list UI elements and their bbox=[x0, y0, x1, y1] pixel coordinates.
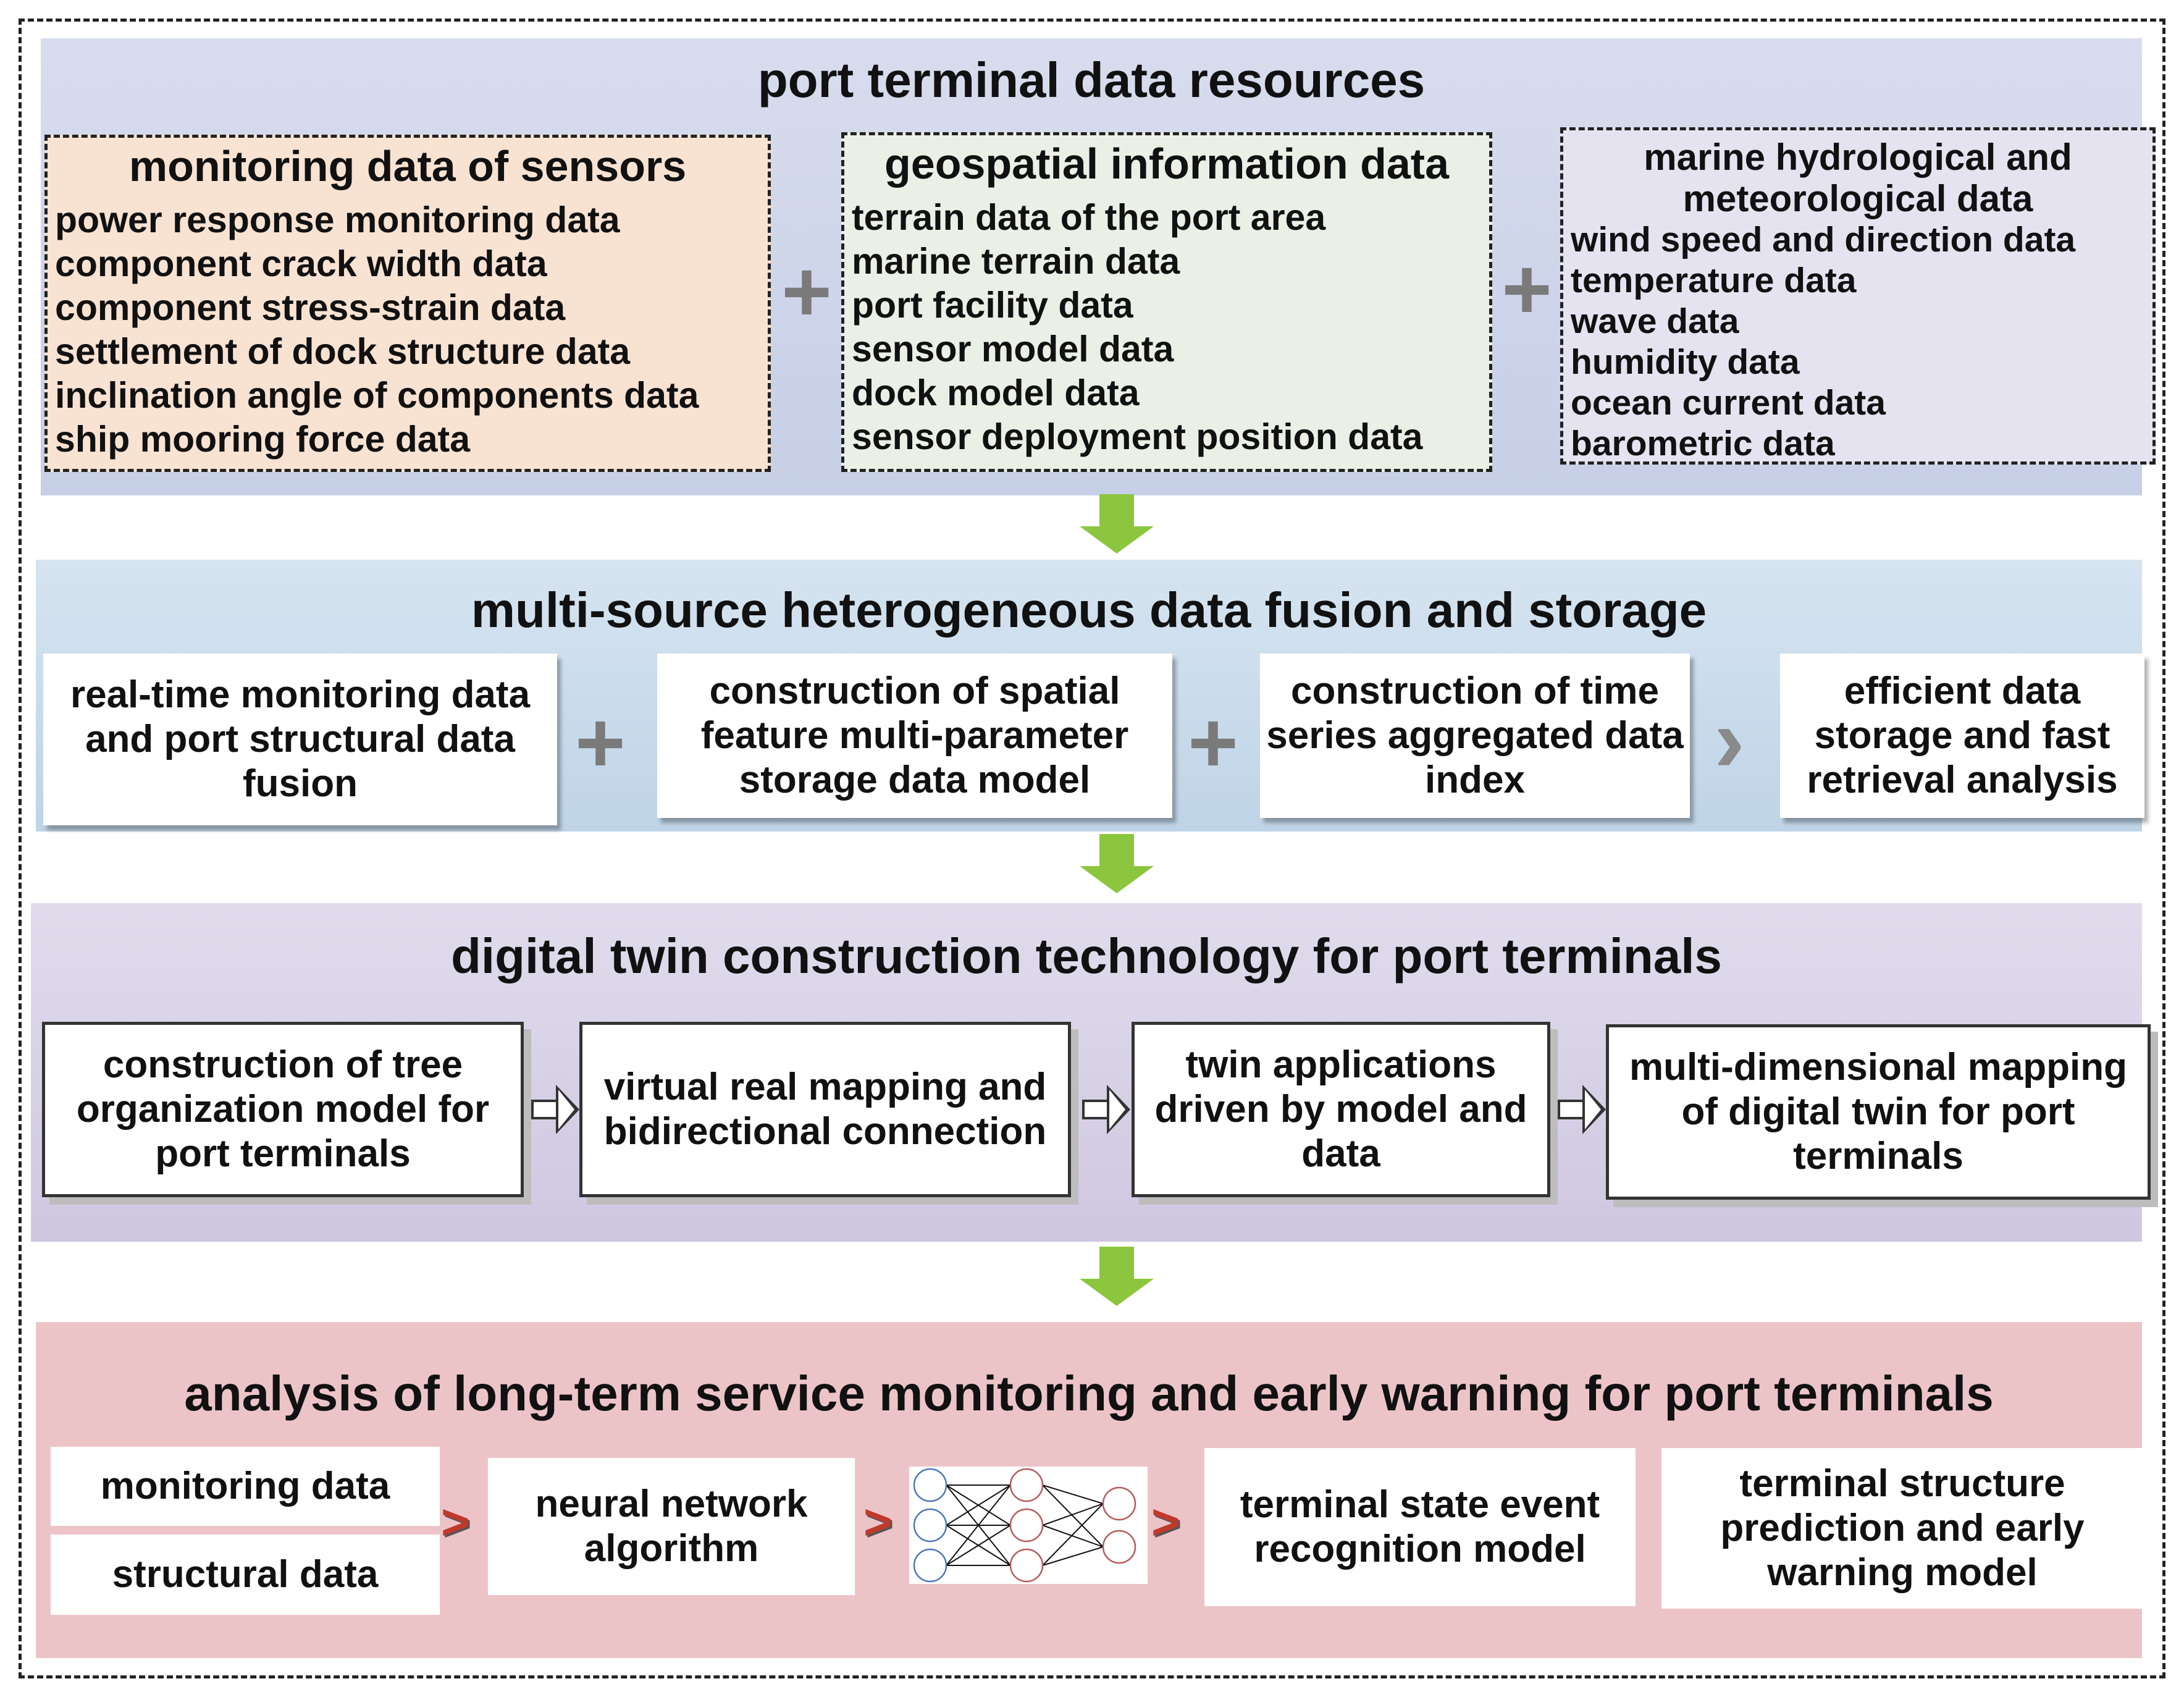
twin-step: twin applications driven by model and da… bbox=[1132, 1022, 1550, 1197]
arrow-right-icon bbox=[1082, 1085, 1132, 1134]
source-item: temperature data bbox=[1571, 261, 1857, 301]
source-box-sensors: monitoring data of sensors power respons… bbox=[44, 135, 771, 472]
input-monitoring-data: monitoring data bbox=[51, 1447, 440, 1526]
twin-step: multi-dimensional mapping of digital twi… bbox=[1606, 1024, 2151, 1200]
source-item-list: wind speed and direction data temperatur… bbox=[1571, 219, 2145, 464]
nn-connection bbox=[1042, 1546, 1104, 1566]
fusion-step: construction of time series aggregated d… bbox=[1260, 654, 1690, 818]
nn-connection bbox=[1042, 1484, 1104, 1548]
nn-connection bbox=[1042, 1525, 1104, 1548]
fusion-step: efficient data storage and fast retrieva… bbox=[1780, 654, 2144, 818]
source-item: inclination angle of components data bbox=[55, 374, 699, 416]
nn-node bbox=[1009, 1468, 1044, 1502]
source-item: settlement of dock structure data bbox=[55, 331, 631, 372]
nn-connection bbox=[946, 1484, 1011, 1526]
source-item: ocean current data bbox=[1571, 383, 1886, 423]
stage2-title: multi-source heterogeneous data fusion a… bbox=[471, 583, 1707, 638]
source-item: wave data bbox=[1571, 301, 1739, 342]
source-item-list: power response monitoring data component… bbox=[55, 198, 760, 461]
chevron-right-icon: › bbox=[1714, 688, 1745, 791]
nn-node bbox=[1102, 1530, 1136, 1564]
source-item: humidity data bbox=[1571, 342, 1800, 382]
nn-node bbox=[913, 1548, 947, 1583]
fusion-step: real-time monitoring data and port struc… bbox=[43, 654, 557, 825]
source-item: wind speed and direction data bbox=[1571, 220, 2076, 260]
source-item: barometric data bbox=[1571, 424, 1835, 464]
chevron-right-icon: > bbox=[863, 1494, 892, 1549]
stage4-title: analysis of long-term service monitoring… bbox=[184, 1366, 1994, 1421]
plus-icon: + bbox=[1502, 240, 1552, 337]
input-structural-data: structural data bbox=[51, 1535, 440, 1615]
plus-icon: + bbox=[1188, 694, 1238, 791]
outer-dashed-frame bbox=[19, 19, 2165, 1678]
stage1-title: port terminal data resources bbox=[757, 53, 1426, 107]
plus-icon: + bbox=[781, 243, 832, 340]
source-item: component stress-strain data bbox=[55, 287, 566, 328]
nn-node bbox=[913, 1508, 947, 1543]
neural-network-diagram bbox=[909, 1467, 1148, 1584]
chevron-right-icon: > bbox=[1151, 1494, 1180, 1549]
twin-step: construction of tree organization model … bbox=[42, 1022, 524, 1197]
source-item: power response monitoring data bbox=[55, 199, 620, 240]
neural-network-algorithm-box: neural network algorithm bbox=[488, 1458, 855, 1595]
nn-connection bbox=[1042, 1503, 1104, 1526]
chevron-right-icon: > bbox=[441, 1494, 470, 1549]
arrow-right-icon bbox=[531, 1085, 581, 1134]
source-item: ship mooring force data bbox=[55, 418, 471, 460]
source-item: component crack width data bbox=[55, 243, 547, 284]
fusion-step: construction of spatial feature multi-pa… bbox=[657, 654, 1172, 818]
plus-icon: + bbox=[575, 694, 626, 791]
source-title: monitoring data of sensors bbox=[128, 142, 687, 190]
nn-connection bbox=[946, 1484, 1011, 1566]
source-item: port facility data bbox=[852, 284, 1133, 326]
event-recognition-model-box: terminal state event recognition model bbox=[1204, 1448, 1636, 1606]
source-item: terrain data of the port area bbox=[852, 196, 1326, 238]
source-box-geospatial: geospatial information data terrain data… bbox=[841, 132, 1492, 472]
nn-node bbox=[1009, 1508, 1044, 1543]
prediction-warning-model-box: terminal structure prediction and early … bbox=[1661, 1448, 2143, 1609]
stage3-title: digital twin construction technology for… bbox=[451, 929, 1722, 983]
nn-node bbox=[1009, 1548, 1044, 1583]
source-title: geospatial information data bbox=[884, 140, 1449, 188]
nn-connection bbox=[1042, 1503, 1104, 1566]
source-box-marine: marine hydrological and meteorological d… bbox=[1560, 127, 2156, 465]
source-title: marine hydrological and meteorological d… bbox=[1644, 137, 2072, 220]
neural-network-icon bbox=[913, 1468, 1136, 1583]
source-item: dock model data bbox=[852, 372, 1140, 413]
source-item: marine terrain data bbox=[852, 240, 1180, 282]
nn-node bbox=[1102, 1486, 1136, 1521]
source-item: sensor deployment position data bbox=[852, 416, 1423, 457]
source-item: sensor model data bbox=[852, 328, 1174, 369]
nn-node bbox=[913, 1468, 947, 1502]
nn-connection bbox=[1042, 1484, 1104, 1504]
arrow-right-icon bbox=[1558, 1085, 1607, 1134]
nn-connection bbox=[946, 1525, 1011, 1566]
twin-step: virtual real mapping and bidirectional c… bbox=[579, 1022, 1071, 1197]
source-item-list: terrain data of the port area marine ter… bbox=[852, 196, 1482, 459]
